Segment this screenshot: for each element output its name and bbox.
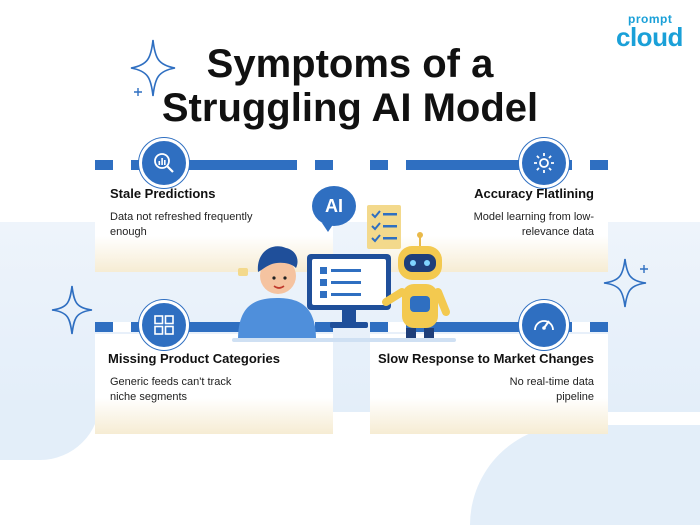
card-icon-badge (139, 138, 189, 188)
gear-settings-icon (534, 153, 554, 173)
symptom-card-slow-response (370, 334, 608, 434)
card-icon-badge (519, 138, 569, 188)
checklist-clipboard-icon (367, 205, 401, 249)
sparkle-icon (130, 39, 176, 97)
analytics-search-icon (154, 153, 174, 173)
desk-line (232, 338, 456, 342)
card-icon-badge (139, 300, 189, 350)
card-title: Missing Product Categories (108, 351, 280, 366)
title-line-1: Symptoms of a (206, 42, 494, 86)
person-illustration (238, 246, 316, 340)
promptcloud-logo: prompt cloud (612, 12, 692, 52)
computer-monitor-icon (307, 254, 391, 328)
page-title: Symptoms of a Struggling AI Model (150, 42, 550, 130)
card-stripe (370, 160, 608, 170)
card-stripe (95, 160, 333, 170)
card-description: Data not refreshed frequently enough (110, 211, 253, 238)
logo-name: cloud (616, 22, 683, 52)
ai-speech-bubble: AI (312, 186, 356, 232)
sparkle-icon (603, 258, 648, 308)
background-wave-right (470, 425, 700, 525)
sparkle-icon (51, 285, 93, 335)
card-title: Accuracy Flatlining (474, 186, 594, 201)
card-title: Stale Predictions (110, 186, 216, 201)
card-description: Model learning from low-relevance data (473, 211, 594, 238)
card-icon-badge (519, 300, 569, 350)
card-stripe (370, 322, 608, 332)
background-wave-left (0, 400, 100, 460)
logo-prefix: prompt (628, 12, 673, 26)
card-description: Generic feeds can't track niche segments (110, 376, 232, 403)
title-line-2: Struggling AI Model (161, 86, 539, 130)
symptom-card-missing-product-categories (95, 334, 333, 434)
speedometer-icon (534, 320, 554, 331)
card-description: No real-time data pipeline (509, 376, 594, 403)
product-catalog-icon (154, 315, 174, 335)
robot-illustration (382, 232, 450, 342)
symptom-card-accuracy-flatlining (370, 172, 608, 272)
card-title: Slow Response to Market Changes (378, 351, 594, 366)
